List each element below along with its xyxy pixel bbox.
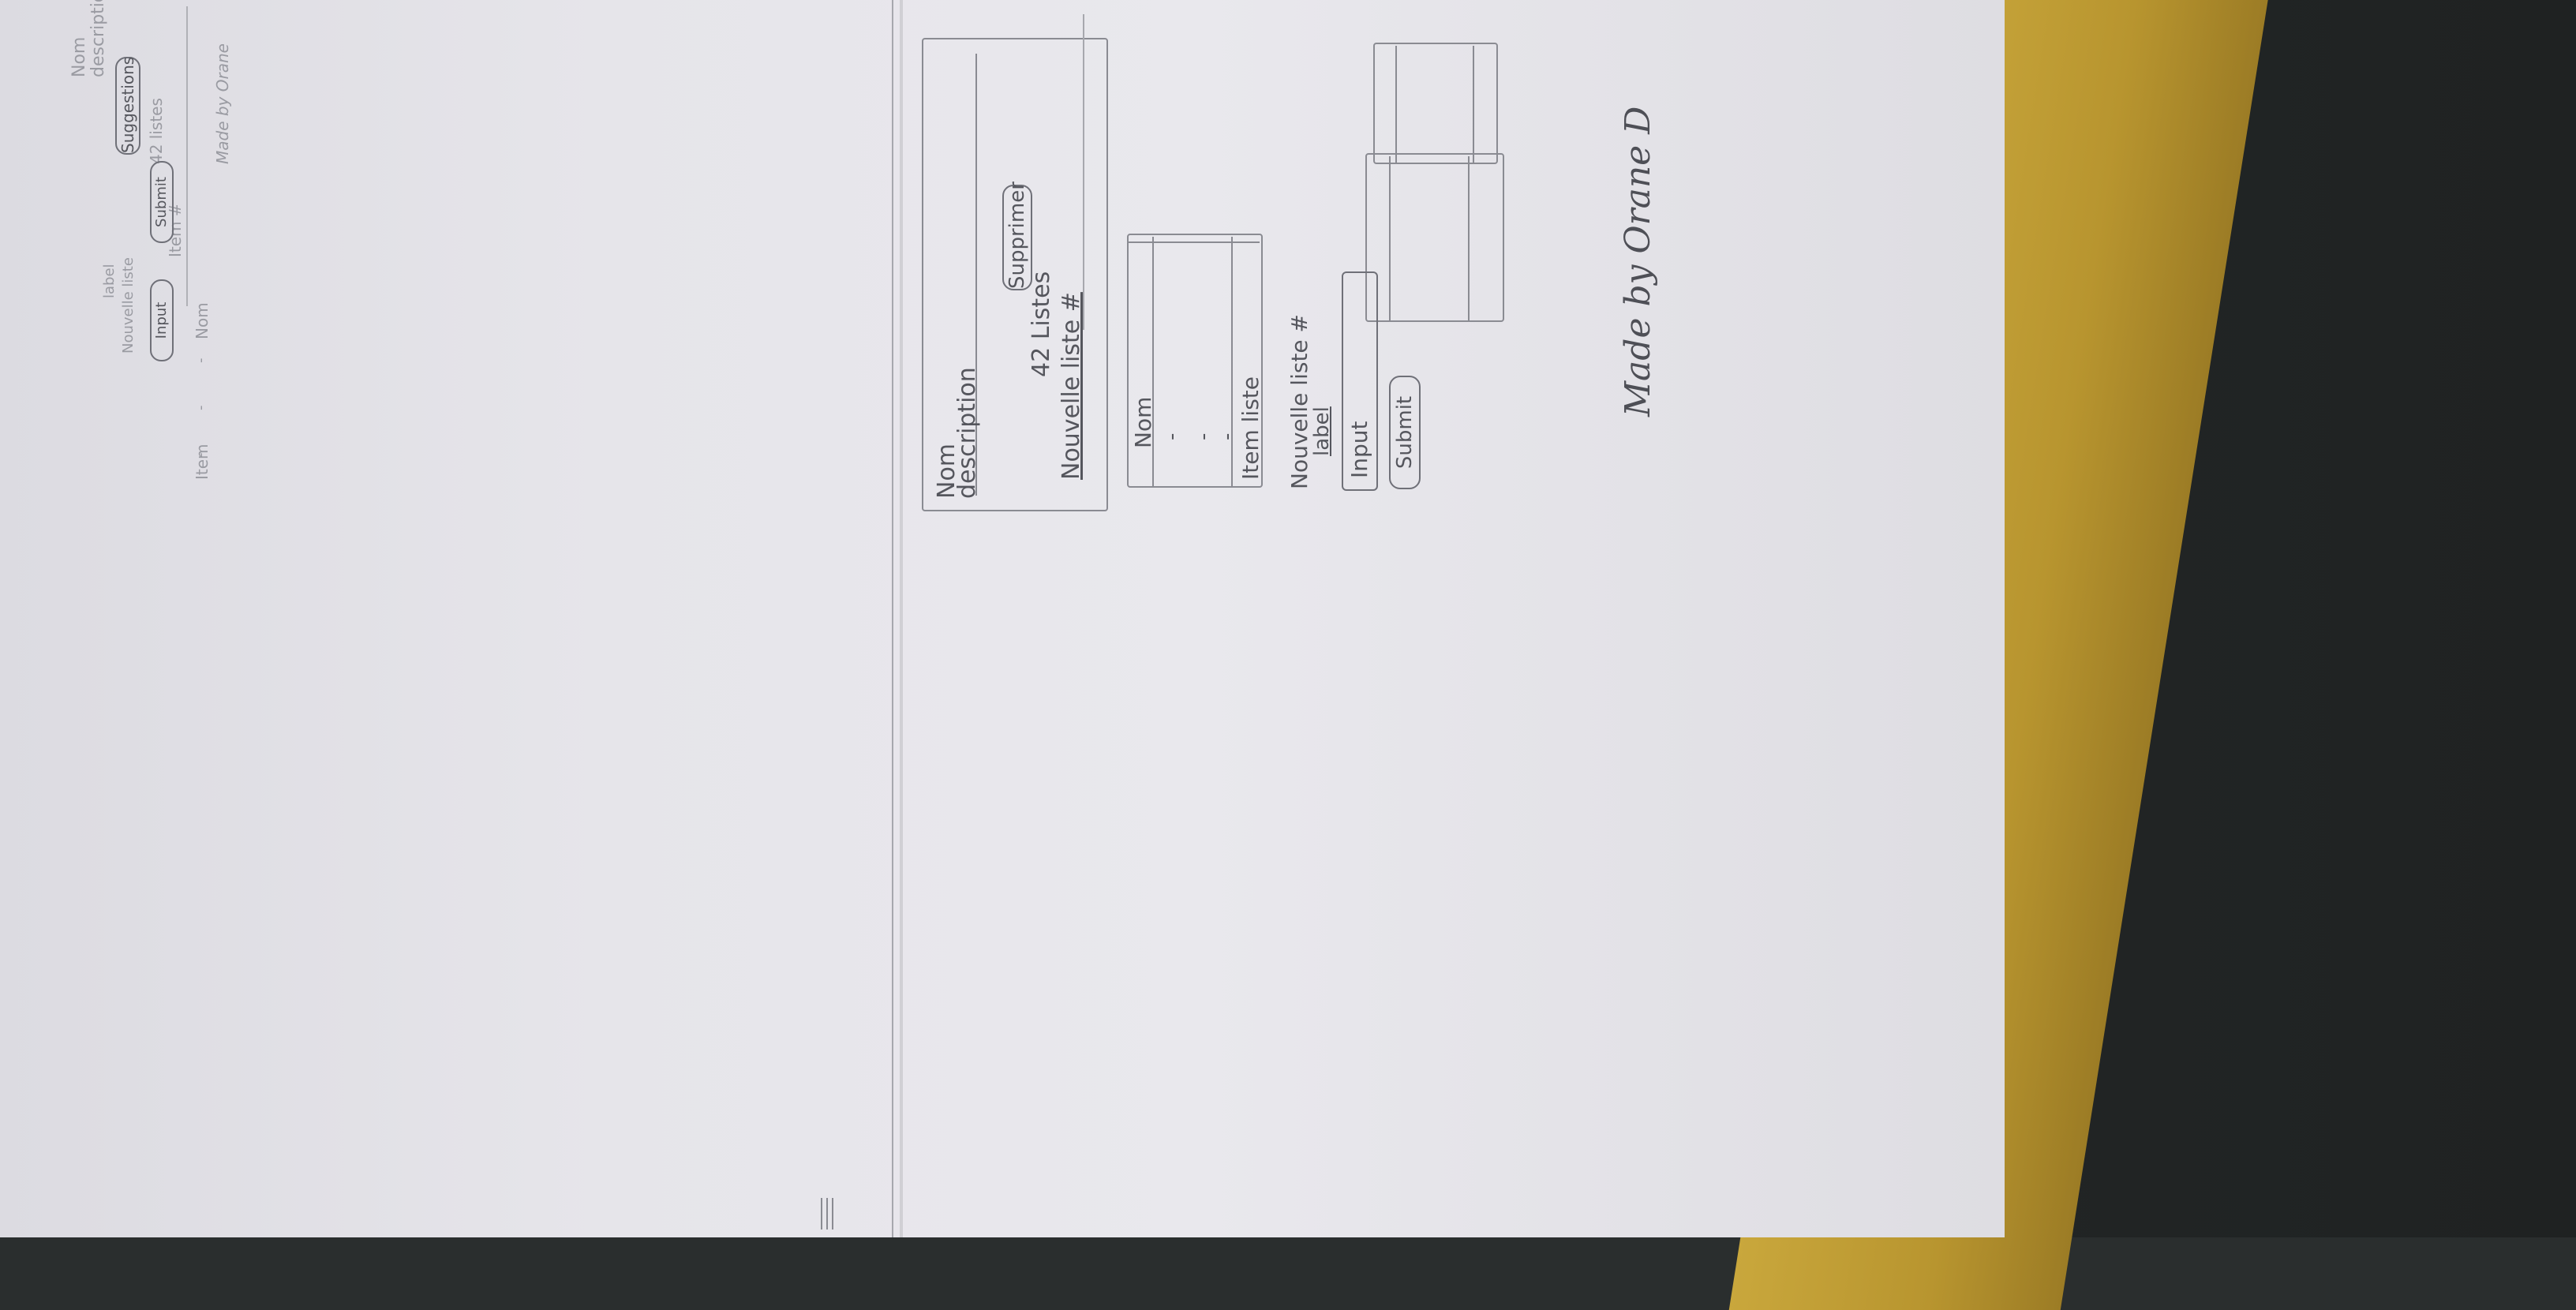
table-col-line xyxy=(1127,241,1260,243)
new-list-label: Nouvelle liste # xyxy=(1286,313,1312,489)
table3-header-line xyxy=(1395,46,1397,164)
input-field[interactable]: Input xyxy=(1342,271,1378,491)
table-footer-line xyxy=(1231,237,1233,488)
top-submit[interactable]: Submit xyxy=(150,161,174,243)
top-input[interactable]: Input xyxy=(150,279,174,361)
top-dash-1: - xyxy=(193,357,209,364)
submit-button[interactable]: Submit xyxy=(1389,376,1421,489)
top-dash-2: - xyxy=(193,405,209,411)
table3-footer-line xyxy=(1473,46,1474,164)
top-divider xyxy=(186,6,188,306)
table2-header-line xyxy=(1389,156,1391,322)
top-made-by: Made by Orane xyxy=(213,43,232,164)
table-row-1: - xyxy=(1160,432,1184,440)
table-row-3: - xyxy=(1215,432,1239,440)
hamburger-line xyxy=(832,1198,833,1230)
list-table-3 xyxy=(1373,43,1498,164)
new-list-link[interactable]: Nouvelle liste # xyxy=(1058,292,1085,480)
hamburger-line xyxy=(821,1198,822,1230)
top-nom: Nom xyxy=(69,36,89,77)
paper-fold xyxy=(900,0,903,1237)
top-description: description xyxy=(88,0,108,77)
top-item-header: Item xyxy=(193,444,212,480)
form-label: label xyxy=(1310,406,1334,456)
paper-sheet: Nom description Suggestions 42 listes It… xyxy=(0,0,2005,1237)
underline xyxy=(1083,14,1084,330)
card-description: description xyxy=(953,367,981,499)
table-row-2: - xyxy=(1192,432,1215,440)
made-by-signature: Made by Orane D xyxy=(1618,106,1658,417)
top-label: label xyxy=(101,264,118,298)
rotated-sketch: Nom description Suggestions 42 listes It… xyxy=(69,0,1658,1237)
table2-footer-line xyxy=(1468,156,1470,322)
lists-count: 42 Listes xyxy=(1028,271,1055,377)
frame-line xyxy=(892,0,893,1237)
top-suggestions-button[interactable]: Suggestions xyxy=(115,57,140,155)
top-new-list: Nouvelle liste xyxy=(120,257,137,354)
table-header-nom: Nom xyxy=(1130,396,1156,448)
table-footer: Item liste xyxy=(1237,376,1264,480)
list-table-2 xyxy=(1365,153,1504,322)
top-nom-header: Nom xyxy=(193,302,212,339)
hamburger-icon[interactable] xyxy=(821,1198,833,1230)
hamburger-line xyxy=(826,1198,828,1230)
table-header-line xyxy=(1152,237,1154,488)
top-lists-count: 42 listes xyxy=(147,98,166,164)
